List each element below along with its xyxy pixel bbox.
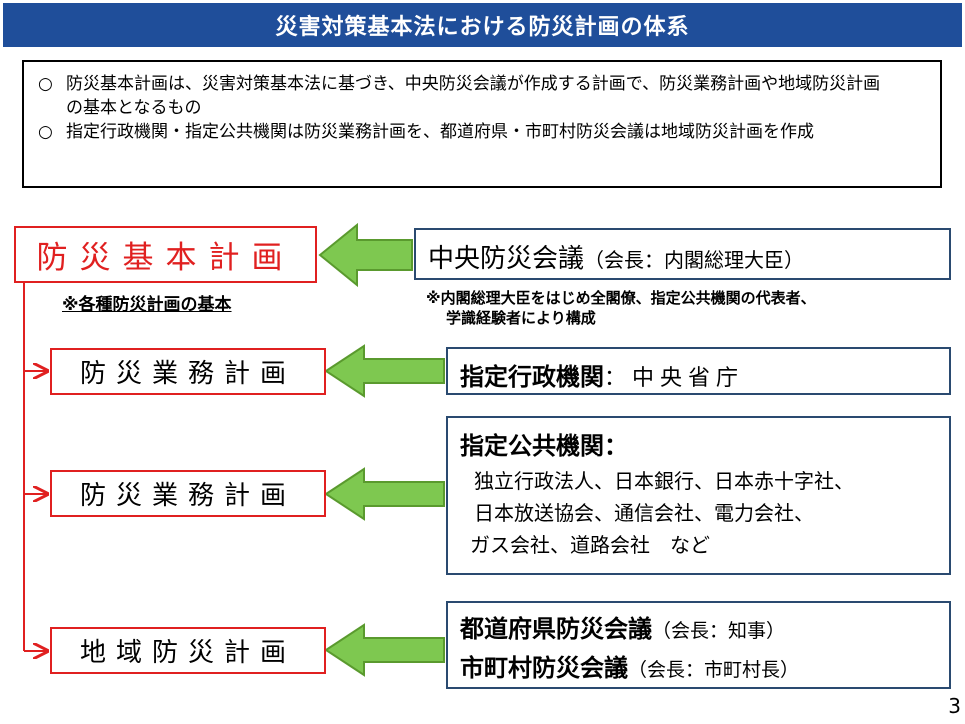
public-org-line: ガス会社、道路会社 など xyxy=(470,533,710,557)
page-title: 災害対策基本法における防災計画の体系 xyxy=(3,3,962,47)
plan-label: 防災業務計画 xyxy=(79,359,296,389)
body-detail: ：中央省庁 xyxy=(604,366,745,391)
body-chair: （会長：内閣総理大臣） xyxy=(584,248,805,272)
central-note-line: ※内閣総理大臣をはじめ全閣僚、指定公共機関の代表者、 xyxy=(426,289,816,307)
plan-box-business: 防災業務計画 xyxy=(50,470,326,517)
central-note: ※内閣総理大臣をはじめ全閣僚、指定公共機関の代表者、 学識経験者により構成 xyxy=(426,288,816,328)
plan-label: 地域防災計画 xyxy=(79,638,296,668)
note-text: 防災基本計画は、災害対策基本法に基づき、中央防災会議が作成する計画で、防災業務計… xyxy=(66,74,881,118)
public-org-line: 日本放送協会、通信会社、電力会社、 xyxy=(474,501,814,525)
body-name: 都道府県防災会議 xyxy=(460,615,652,643)
circle-bullet-icon: ○ xyxy=(38,74,53,94)
plan-box-regional: 地域防災計画 xyxy=(50,627,326,674)
note-item: ○ 防災基本計画は、災害対策基本法に基づき、中央防災会議が作成する計画で、防災業… xyxy=(38,72,926,120)
body-name: 指定公共機関： xyxy=(460,432,628,460)
green-arrow-icon xyxy=(324,467,445,521)
summary-notes: ○ 防災基本計画は、災害対策基本法に基づき、中央防災会議が作成する計画で、防災業… xyxy=(22,60,942,188)
plan-label: 防災基本計画 xyxy=(36,240,295,276)
plan-label: 防災業務計画 xyxy=(79,481,296,511)
body-name: 市町村防災会議 xyxy=(460,654,628,682)
page-number: 3 xyxy=(948,694,961,718)
central-note-line: 学識経験者により構成 xyxy=(446,309,596,327)
note-text: 指定行政機関・指定公共機関は防災業務計画を、都道府県・市町村防災会議は地域防災計… xyxy=(66,122,814,142)
body-name: 中央防災会議 xyxy=(428,244,585,274)
body-box-central: 中央防災会議（会長：内閣総理大臣） xyxy=(414,228,951,280)
plan-box-basic: 防災基本計画 xyxy=(14,226,317,283)
body-box-regional: 都道府県防災会議（会長：知事） 市町村防災会議（会長：市町村長） xyxy=(446,601,951,689)
green-arrow-icon xyxy=(324,623,445,677)
public-org-line: 独立行政法人、日本銀行、日本赤十字社、 xyxy=(474,469,854,493)
circle-bullet-icon: ○ xyxy=(38,122,53,142)
body-box-public: 指定公共機関： 独立行政法人、日本銀行、日本赤十字社、 日本放送協会、通信会社、… xyxy=(446,416,951,575)
note-item: ○ 指定行政機関・指定公共機関は防災業務計画を、都道府県・市町村防災会議は地域防… xyxy=(38,120,926,144)
green-arrow-icon xyxy=(318,222,413,288)
green-arrow-icon xyxy=(324,344,445,398)
pref-council: 都道府県防災会議（会長：知事） xyxy=(460,609,949,644)
plan-basic-subtitle: ※各種防災計画の基本 xyxy=(62,295,232,315)
plan-box-business: 防災業務計画 xyxy=(50,348,326,395)
body-box-admin: 指定行政機関：中央省庁 xyxy=(446,347,951,395)
muni-council: 市町村防災会議（会長：市町村長） xyxy=(460,648,949,683)
body-chair: （会長：知事） xyxy=(652,620,786,642)
body-name: 指定行政機関 xyxy=(460,363,604,391)
body-chair: （会長：市町村長） xyxy=(628,659,800,681)
